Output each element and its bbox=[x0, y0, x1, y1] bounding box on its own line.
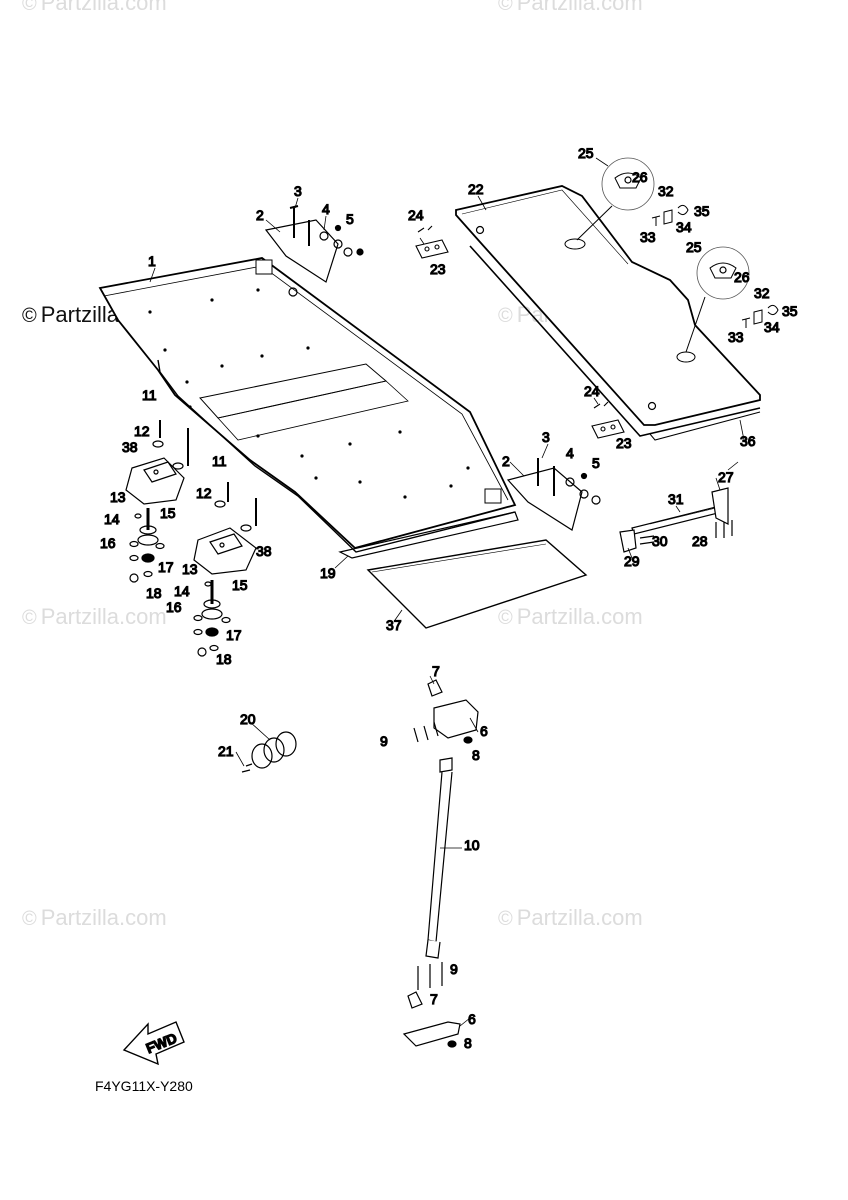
watermark: ©Partzilla.com bbox=[22, 905, 167, 930]
callout-1: 1 bbox=[148, 253, 156, 269]
grommet-detail-upper bbox=[576, 157, 655, 241]
callout-36: 36 bbox=[740, 433, 756, 449]
callout-8: 8 bbox=[472, 747, 480, 763]
callout-2: 2 bbox=[256, 207, 264, 223]
callout-10: 10 bbox=[464, 837, 480, 853]
callout-4: 4 bbox=[566, 445, 574, 461]
mount-assembly-upper bbox=[125, 420, 189, 583]
callout-2: 2 bbox=[502, 453, 510, 469]
callout-14: 14 bbox=[104, 511, 120, 527]
callout-34: 34 bbox=[676, 219, 692, 235]
callout-12: 12 bbox=[196, 485, 212, 501]
clip-hardware-upper bbox=[651, 204, 689, 226]
callout-16: 16 bbox=[166, 599, 182, 615]
callout-11: 11 bbox=[142, 387, 157, 403]
callout-26: 26 bbox=[734, 269, 750, 285]
callout-23: 23 bbox=[430, 261, 446, 277]
callout-6: 6 bbox=[468, 1011, 476, 1027]
callout-25: 25 bbox=[578, 145, 594, 161]
leader-lines bbox=[149, 157, 745, 1027]
callout-34: 34 bbox=[764, 319, 780, 335]
callout-16: 16 bbox=[100, 535, 116, 551]
callout-15: 15 bbox=[160, 505, 176, 521]
callout-9: 9 bbox=[450, 961, 458, 977]
callout-4: 4 bbox=[322, 201, 330, 217]
callout-32: 32 bbox=[658, 183, 674, 199]
support-strut bbox=[402, 679, 479, 1048]
callout-14: 14 bbox=[174, 583, 190, 599]
callout-11: 11 bbox=[212, 453, 227, 469]
callout-20: 20 bbox=[240, 711, 256, 727]
callout-5: 5 bbox=[346, 211, 354, 227]
callout-33: 33 bbox=[640, 229, 656, 245]
callout-32: 32 bbox=[754, 285, 770, 301]
callout-12: 12 bbox=[134, 423, 150, 439]
bed-floor-panel bbox=[98, 257, 517, 553]
callout-13: 13 bbox=[182, 561, 198, 577]
callout-38: 38 bbox=[122, 439, 138, 455]
callout-3: 3 bbox=[542, 429, 550, 445]
callout-35: 35 bbox=[782, 303, 798, 319]
bed-liner-sheet bbox=[366, 539, 588, 629]
clamp-set bbox=[241, 731, 297, 773]
callout-35: 35 bbox=[694, 203, 710, 219]
tailgate-strut bbox=[619, 487, 733, 553]
callout-7: 7 bbox=[430, 991, 438, 1007]
callout-28: 28 bbox=[692, 533, 708, 549]
callout-26: 26 bbox=[632, 169, 648, 185]
side-panel bbox=[455, 185, 761, 441]
callout-31: 31 bbox=[668, 491, 684, 507]
grommet-detail-lower bbox=[685, 246, 750, 353]
watermark: ©Partzilla.com bbox=[22, 604, 167, 629]
callout-15: 15 bbox=[232, 577, 248, 593]
callout-9: 9 bbox=[380, 733, 388, 749]
watermark: ©Partzilla.com bbox=[498, 0, 643, 15]
callout-5: 5 bbox=[592, 455, 600, 471]
callout-18: 18 bbox=[146, 585, 162, 601]
callout-8: 8 bbox=[464, 1035, 472, 1051]
clip-hardware-lower bbox=[741, 304, 779, 328]
callout-6: 6 bbox=[480, 723, 488, 739]
callout-27: 27 bbox=[718, 469, 734, 485]
hinge-bracket-upper bbox=[264, 205, 364, 283]
callout-17: 17 bbox=[158, 559, 174, 575]
callout-30: 30 bbox=[652, 533, 668, 549]
callout-23: 23 bbox=[616, 435, 632, 451]
hinge-bracket-lower bbox=[506, 458, 601, 531]
callout-17: 17 bbox=[226, 627, 242, 643]
callout-19: 19 bbox=[320, 565, 336, 581]
callout-29: 29 bbox=[624, 553, 640, 569]
callout-24: 24 bbox=[584, 383, 600, 399]
latch-lower bbox=[591, 401, 625, 439]
watermark: ©Partzilla.com bbox=[498, 604, 643, 629]
callout-3: 3 bbox=[294, 183, 302, 199]
callout-38: 38 bbox=[256, 543, 272, 559]
watermark: ©Partzilla.com bbox=[22, 0, 167, 15]
mount-assembly-lower bbox=[193, 482, 257, 657]
callout-labels: 1 2 3 4 5 24 23 22 25 26 32 35 34 33 25 … bbox=[99, 144, 798, 1051]
callout-24: 24 bbox=[408, 207, 424, 223]
fwd-arrow: FWD bbox=[122, 1021, 185, 1066]
callout-21: 21 bbox=[218, 743, 234, 759]
callout-33: 33 bbox=[728, 329, 744, 345]
callout-18: 18 bbox=[216, 651, 232, 667]
callout-22: 22 bbox=[468, 181, 484, 197]
callout-37: 37 bbox=[386, 617, 402, 633]
reference-code: F4YG11X-Y280 bbox=[95, 1078, 193, 1094]
callout-13: 13 bbox=[110, 489, 126, 505]
watermark: ©Partzilla.com bbox=[498, 905, 643, 930]
callout-25: 25 bbox=[686, 239, 702, 255]
callout-7: 7 bbox=[432, 663, 440, 679]
latch-upper bbox=[415, 225, 449, 259]
